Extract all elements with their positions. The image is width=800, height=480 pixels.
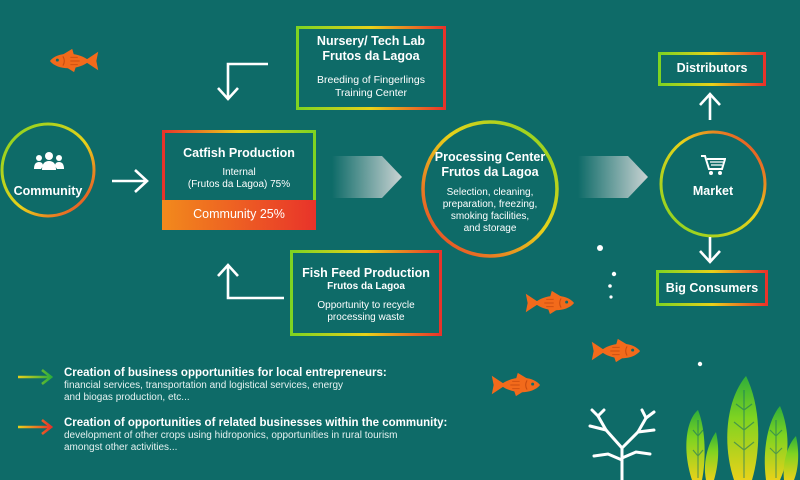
elbow-arrow-down-icon	[217, 62, 268, 101]
big-consumers-box-border	[656, 270, 768, 306]
fish-icon	[491, 372, 541, 397]
arrow-down-icon	[699, 237, 721, 264]
nursery-desc-line2: Training Center	[335, 87, 407, 99]
fish-icon	[49, 48, 99, 73]
market-circle	[659, 130, 767, 238]
processing-desc-line4: and storage	[463, 223, 517, 234]
legend-2-title: Creation of opportunities of related bus…	[64, 417, 448, 429]
arrow-up-icon	[699, 92, 721, 120]
catfish-internal-line2: (Frutos da Lagoa) 75%	[187, 179, 291, 190]
elbow-arrow-up-icon	[217, 263, 284, 300]
nursery-title-line1: Nursery/ Tech Lab	[316, 34, 426, 48]
catfish-box-border	[162, 130, 316, 230]
flow-arrow-icon	[578, 156, 648, 198]
fishfeed-desc-line2: processing waste	[327, 312, 405, 323]
fishfeed-subtitle: Frutos da Lagoa	[327, 281, 405, 292]
catfish-community-share: Community 25%	[193, 207, 285, 221]
processing-center: Processing Center Frutos da Lagoa Select…	[420, 150, 560, 235]
processing-desc-line2: preparation, freezing,	[442, 199, 538, 210]
nursery-box-border	[296, 26, 446, 110]
legend-item-1: Creation of business opportunities for l…	[64, 366, 484, 404]
legend-2-body-line2: amongst other activities...	[64, 442, 178, 453]
coral-icon	[588, 408, 656, 480]
distributors-box-border	[658, 52, 766, 86]
seaweed-icon	[686, 376, 799, 480]
catfish-title: Catfish Production	[183, 146, 295, 160]
community-label: Community	[13, 184, 83, 198]
community-circle	[0, 122, 96, 218]
legend-1-body-line1: financial services, transportation and l…	[64, 380, 344, 391]
legend-arrow-orange-icon	[18, 418, 54, 436]
fishfeed-box: Fish Feed Production Frutos da Lagoa Opp…	[290, 266, 442, 324]
processing-desc-line1: Selection, cleaning,	[446, 187, 534, 198]
fishfeed-title: Fish Feed Production	[302, 266, 430, 280]
legend-1-body-line2: and biogas production, etc...	[64, 392, 190, 403]
fish-icon	[525, 290, 575, 315]
arrow-right-icon	[112, 169, 149, 193]
catfish-internal-line1: Internal	[222, 167, 256, 178]
processing-desc-line3: smoking facilities,	[450, 211, 530, 222]
nursery-box: Nursery/ Tech Lab Frutos da Lagoa Breedi…	[296, 34, 446, 100]
processing-title-line1: Processing Center	[434, 150, 546, 164]
fishfeed-box-border	[290, 250, 442, 336]
legend-2-body-line1: development of other crops using hidropo…	[64, 430, 398, 441]
legend-arrow-green-icon	[18, 368, 54, 386]
shopping-cart-icon	[701, 155, 726, 175]
market-label: Market	[692, 184, 734, 198]
nursery-desc-line1: Breeding of Fingerlings	[317, 74, 425, 86]
legend-1-title: Creation of business opportunities for l…	[64, 367, 387, 379]
legend-item-2: Creation of opportunities of related bus…	[64, 416, 534, 454]
flow-arrow-icon	[332, 156, 402, 198]
catfish-box: Catfish Production Internal (Frutos da L…	[162, 146, 316, 191]
bubbles-icon	[597, 245, 703, 367]
people-group-icon	[34, 152, 64, 170]
processing-title-line2: Frutos da Lagoa	[441, 165, 539, 179]
distributors-label: Distributors	[676, 61, 748, 75]
fishfeed-desc-line1: Opportunity to recycle	[317, 300, 415, 311]
big-consumers-label: Big Consumers	[665, 281, 759, 295]
nursery-title-line2: Frutos da Lagoa	[322, 49, 420, 63]
processing-circle	[421, 120, 559, 258]
